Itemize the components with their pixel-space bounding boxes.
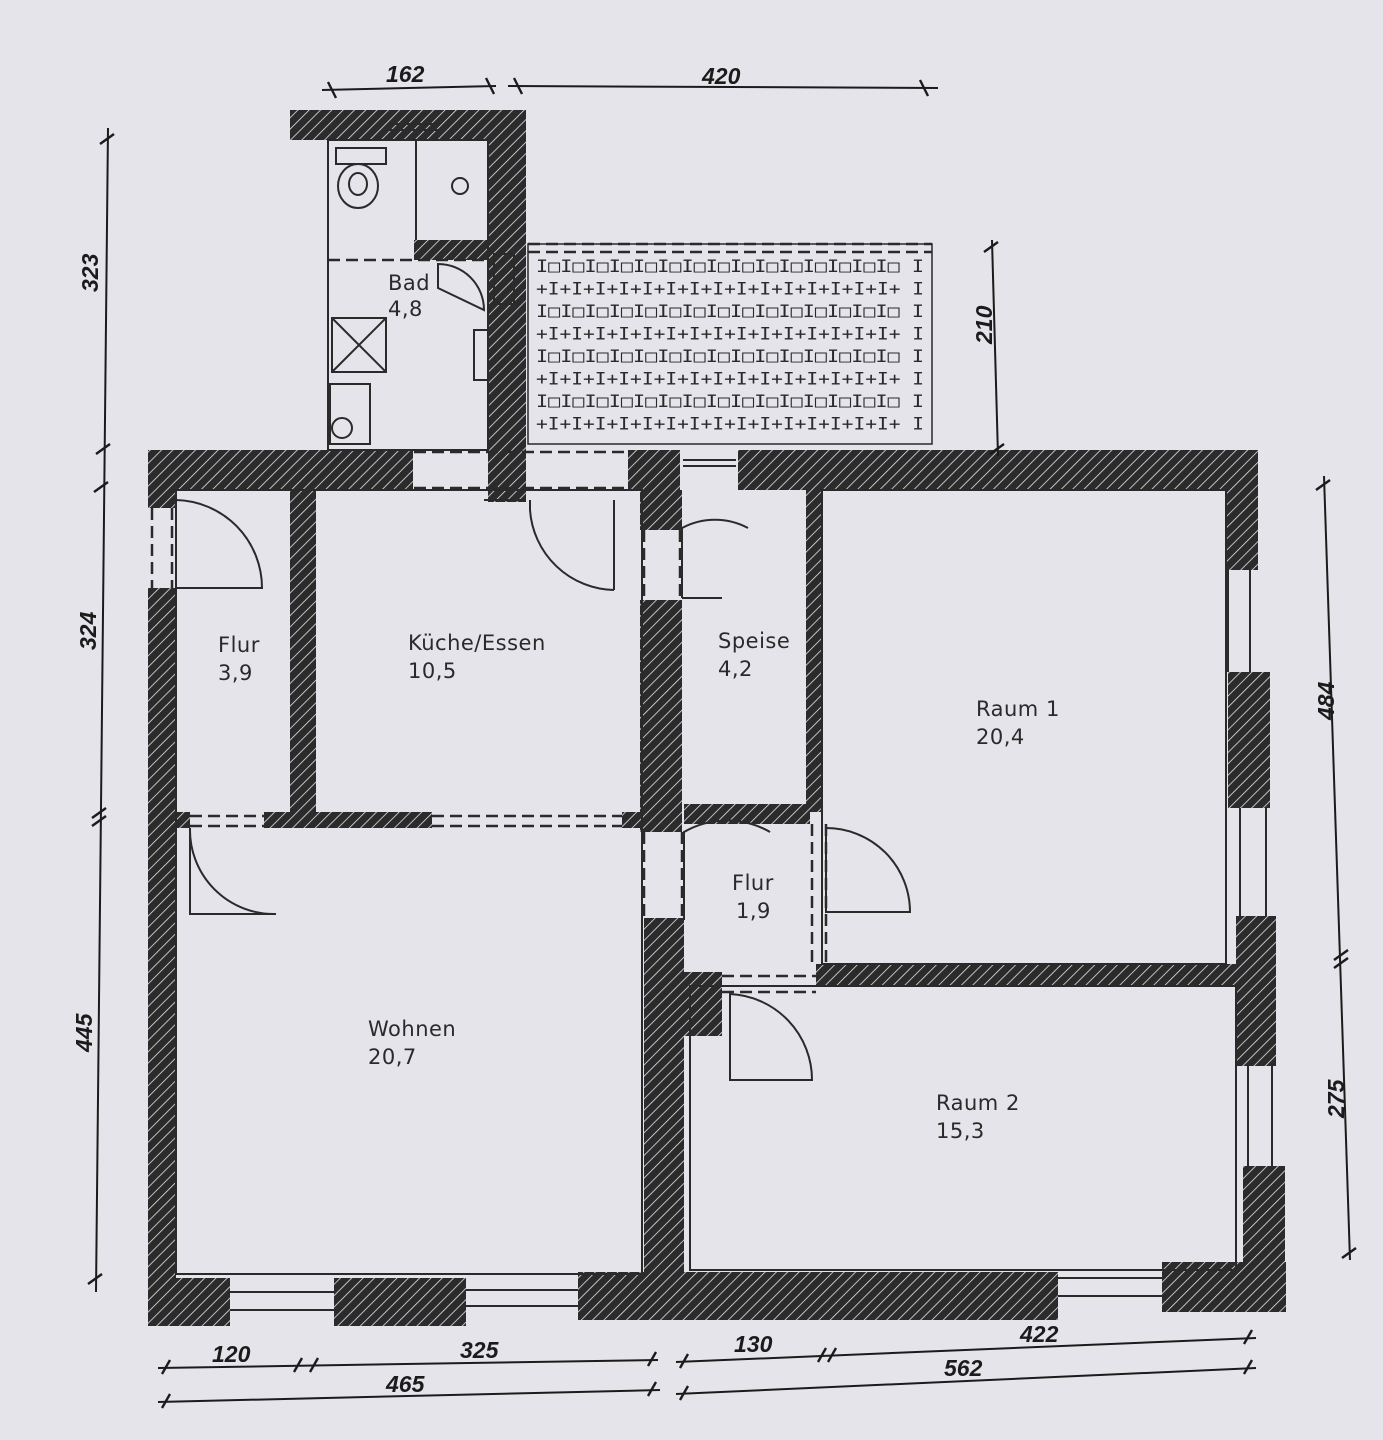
terrace: I□I□I□I□I□I□I□I□I□I□I□I□I□I□I□ I+I+I+I+I…: [527, 242, 933, 445]
shower-tray: [331, 317, 387, 373]
toilet-tank: [335, 147, 387, 165]
room-flur1-name: Flur: [218, 633, 260, 657]
room-bad-area: 4,8: [388, 297, 423, 321]
room-flur2-name: Flur: [732, 871, 774, 895]
dim-bottom-4: 422: [1019, 1321, 1059, 1347]
room-flur1-area: 3,9: [218, 661, 253, 685]
terrace-tile-row: +I+I+I+I+I+I+I+I+I+I+I+I+I+I+I+ I: [536, 325, 924, 345]
dimension-labels: 162 420 323 324 445 210 484 275 120 325 …: [71, 61, 1349, 1397]
dim-right-top: 484: [1313, 681, 1339, 721]
openings: [150, 258, 828, 994]
room-raum2-name: Raum 2: [936, 1091, 1020, 1115]
room-wohnen-name: Wohnen: [368, 1017, 456, 1041]
terrace-tile-row: +I+I+I+I+I+I+I+I+I+I+I+I+I+I+I+ I: [536, 280, 924, 300]
terrace-tile-row: I□I□I□I□I□I□I□I□I□I□I□I□I□I□I□ I: [536, 257, 924, 277]
dim-bottom-2: 325: [460, 1337, 500, 1363]
dim-left-top: 323: [77, 253, 103, 292]
terrace-tile-row: I□I□I□I□I□I□I□I□I□I□I□I□I□I□I□ I: [536, 392, 924, 412]
dim-bottom-3: 130: [734, 1331, 773, 1357]
room-labels: Bad 4,8 Flur 3,9 Küche/Essen 10,5 Speise…: [218, 271, 1060, 1143]
room-kueche-area: 10,5: [408, 659, 457, 683]
terrace-tile-row: I□I□I□I□I□I□I□I□I□I□I□I□I□I□I□ I: [536, 302, 924, 322]
toilet-icon: [337, 163, 379, 209]
dim-left-bottom: 445: [71, 1012, 97, 1053]
room-raum1-name: Raum 1: [976, 697, 1060, 721]
wall-outlines: [175, 123, 1273, 1311]
dim-terrace-right: 210: [971, 305, 997, 345]
washing-machine-icon: [329, 383, 371, 445]
bath-fixtures: [329, 147, 515, 445]
room-wohnen-area: 20,7: [368, 1045, 417, 1069]
terrace-tile-row: +I+I+I+I+I+I+I+I+I+I+I+I+I+I+I+ I: [536, 370, 924, 390]
dim-top-right: 420: [701, 63, 741, 89]
dim-top-left: 162: [386, 61, 425, 87]
terrace-tile-row: I□I□I□I□I□I□I□I□I□I□I□I□I□I□I□ I: [536, 347, 924, 367]
dim-right-bottom: 275: [1323, 1078, 1349, 1119]
dim-bottom-total-right: 562: [944, 1355, 983, 1381]
room-raum2-area: 15,3: [936, 1119, 985, 1143]
room-speise-area: 4,2: [718, 657, 753, 681]
dim-bottom-total-left: 465: [385, 1371, 426, 1397]
dim-left-mid: 324: [75, 611, 101, 650]
room-kueche-name: Küche/Essen: [408, 631, 546, 655]
room-speise-name: Speise: [718, 629, 790, 653]
room-bad-name: Bad: [388, 271, 430, 295]
room-flur2-area: 1,9: [736, 899, 771, 923]
shower-drain-icon: [451, 177, 469, 195]
terrace-tile-row: +I+I+I+I+I+I+I+I+I+I+I+I+I+I+I+ I: [536, 415, 924, 435]
door-swings: [175, 262, 912, 1081]
dim-bottom-1: 120: [212, 1341, 251, 1367]
room-raum1-area: 20,4: [976, 725, 1025, 749]
walls: [148, 110, 1286, 1326]
dimension-lines: [87, 77, 1357, 1409]
